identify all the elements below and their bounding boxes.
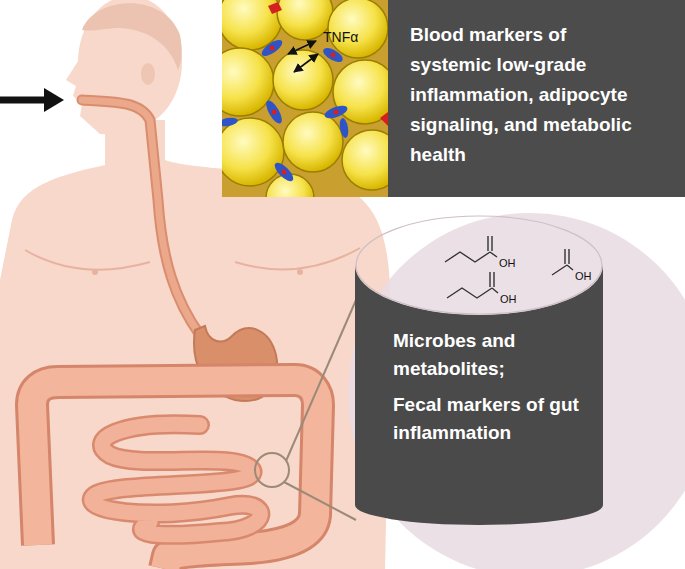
immune-cell-nucleus [270, 46, 275, 51]
esophagus [82, 100, 200, 335]
small-intestine-outline [92, 424, 261, 535]
adipocyte-inset [222, 0, 388, 197]
fat-cell [222, 118, 284, 186]
signal-arrow [288, 41, 316, 54]
fat-cell [342, 130, 388, 190]
node-body: Fecal markers of gut inflammation [393, 391, 593, 447]
cylinder-top [356, 216, 602, 314]
hydroxyl-bond [490, 252, 497, 257]
immune-cell [259, 37, 284, 59]
node-heading: Microbes and metabolites; [393, 327, 593, 383]
face [66, 22, 135, 136]
hydroxyl-bond [492, 288, 498, 293]
node-text-block: Blood markers of systemic low-grade infl… [410, 20, 648, 170]
hair [82, 3, 182, 70]
fat-cell [222, 48, 274, 116]
immune-cell [263, 98, 285, 126]
hydroxyl-bond [567, 265, 573, 270]
butyrate-chain [447, 288, 492, 298]
node-text-block: Microbes and metabolites; Fecal markers o… [393, 327, 593, 447]
cylinder-body [355, 265, 603, 525]
acetate-chain [552, 265, 567, 275]
immune-cell-nucleus [331, 53, 336, 58]
red-cell [380, 112, 388, 126]
chest-line [235, 248, 360, 269]
hydroxyl-label: OH [500, 293, 517, 306]
chemical-structures [445, 236, 573, 298]
chest-line [25, 250, 150, 270]
nipple [92, 269, 98, 275]
fat-cell [273, 50, 333, 110]
carbonyl-bond [489, 272, 490, 287]
leader-line [284, 482, 356, 520]
carbonyl-bond [568, 249, 569, 264]
nipple [297, 269, 303, 275]
blood-markers-box: Blood markers of systemic low-grade infl… [388, 0, 685, 197]
red-cell [268, 2, 282, 14]
carbonyl-bond [491, 236, 492, 251]
immune-cell-nucleus [282, 170, 287, 175]
cytokine-label: TNFα [323, 29, 358, 45]
immune-cell [338, 117, 349, 138]
hydroxyl-label: OH [575, 270, 592, 283]
immune-cell [222, 116, 239, 127]
immune-cell-nucleus [272, 110, 277, 115]
esophagus-outline [82, 100, 200, 335]
carbonyl-bond [493, 272, 494, 287]
small-intestine [92, 424, 261, 535]
hydroxyl-label: OH [499, 257, 516, 270]
immune-cell-nucleus [334, 110, 339, 115]
colon [32, 380, 318, 569]
immune-cell [323, 103, 349, 121]
fat-cell [283, 112, 343, 172]
immune-cell [272, 160, 296, 184]
colon-outline [32, 380, 318, 569]
magnifier-circle [255, 453, 289, 487]
magnified-circle [348, 213, 685, 569]
ear [141, 63, 155, 85]
propionate-chain [445, 252, 490, 262]
intake-arrow-shaft [0, 97, 46, 104]
fecal-markers-cylinder: Microbes and metabolites; Fecal markers o… [355, 215, 603, 530]
leader-line [286, 300, 356, 461]
carbonyl-bond [564, 249, 565, 264]
intake-arrow-head [44, 88, 64, 112]
carbonyl-bond [487, 236, 488, 251]
immune-cell [321, 45, 345, 65]
signal-arrow [294, 54, 318, 72]
node-heading: Blood markers of systemic low-grade infl… [410, 20, 648, 170]
